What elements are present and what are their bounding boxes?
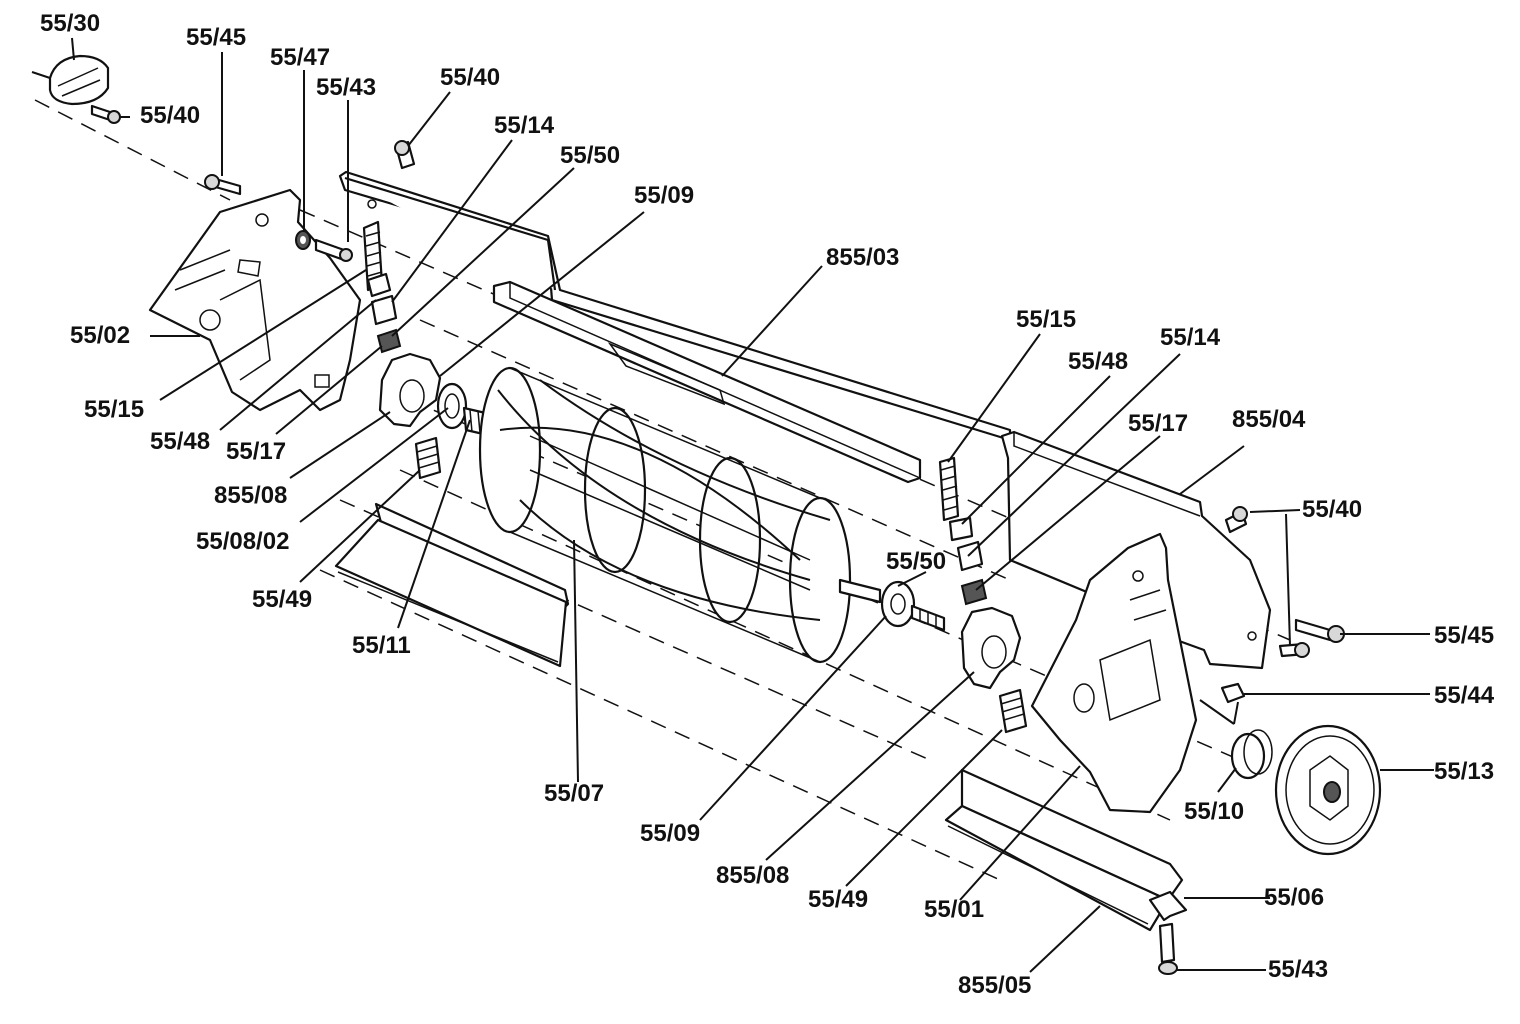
label-855-04: 855/04 (1232, 406, 1306, 433)
part-nut-55-44 (1220, 682, 1246, 704)
label-55-49-left: 55/49 (252, 586, 313, 613)
label-55-47: 55/47 (270, 44, 331, 71)
label-55-02: 55/02 (70, 322, 131, 349)
part-bolt-55-43-bottom (1158, 922, 1178, 975)
part-bearing-housing-855-08-left (378, 352, 442, 428)
label-55-09-top: 55/09 (634, 182, 695, 209)
label-55-50-right: 55/50 (886, 548, 947, 575)
part-spring-55-49-left (414, 436, 442, 480)
part-clip-55-17-left (376, 328, 402, 354)
label-55-15-right: 55/15 (1016, 306, 1077, 333)
label-55-48-left: 55/48 (150, 428, 211, 455)
label-55-17-left: 55/17 (226, 438, 287, 465)
label-55-14-right: 55/14 (1160, 324, 1221, 351)
label-855-05: 855/05 (958, 972, 1032, 999)
label-855-08-left: 855/08 (214, 482, 288, 509)
part-spring-55-15-right (938, 456, 960, 522)
label-55-40-topleft: 55/40 (140, 102, 201, 129)
part-side-plate-55-01 (1030, 532, 1198, 814)
part-bolt-55-40-top (394, 140, 416, 170)
part-bush-55-10 (1230, 729, 1273, 780)
label-855-03: 855/03 (826, 244, 900, 271)
label-55-40-topright: 55/40 (440, 64, 501, 91)
part-bolt-55-43-top (314, 238, 353, 262)
part-cutting-cylinder-55-07 (478, 366, 946, 664)
label-55-30-top: 55/30 (40, 10, 101, 37)
label-55-11: 55/11 (352, 632, 411, 659)
label-55-14-top: 55/14 (494, 112, 555, 139)
part-bottom-blade-855-05 (944, 768, 1184, 932)
label-55-48-right: 55/48 (1068, 348, 1129, 375)
label-55-10: 55/10 (1184, 798, 1245, 825)
part-bearing-housing-855-08-right (960, 606, 1022, 690)
part-bolt-55-45-top (204, 174, 242, 196)
part-bush-55-14-left (370, 294, 398, 326)
label-55-07: 55/07 (544, 780, 605, 807)
label-855-08-bottom: 855/08 (716, 862, 790, 889)
label-55-08-02: 55/08/02 (196, 528, 290, 555)
label-55-06: 55/06 (1264, 884, 1325, 911)
part-bearing-55-08-02 (436, 382, 468, 430)
part-nut-55-48-right (948, 516, 974, 542)
label-55-17-right: 55/17 (1128, 410, 1189, 437)
label-55-40-right: 55/40 (1302, 496, 1363, 523)
part-bolts-55-40-right (1224, 506, 1310, 658)
part-bolt-55-45-right (1294, 618, 1345, 643)
label-55-01: 55/01 (924, 896, 985, 923)
leader-lines (71, 37, 1434, 973)
label-55-49-bottom: 55/49 (808, 886, 869, 913)
label-55-50-top: 55/50 (560, 142, 621, 169)
label-55-45-right: 55/45 (1434, 622, 1495, 649)
part-wheel-55-13 (1274, 724, 1382, 856)
part-cap-55-30 (31, 54, 110, 106)
part-bottom-blade-left (334, 502, 570, 668)
label-55-44: 55/44 (1434, 682, 1495, 709)
part-bolt-55-40-left (90, 104, 121, 124)
part-washer-55-47 (295, 230, 311, 250)
label-55-45-top: 55/45 (186, 24, 247, 51)
label-55-43-top: 55/43 (316, 74, 377, 101)
part-nut-55-48-left (366, 272, 392, 298)
part-bracket-55-06 (1148, 890, 1188, 922)
part-spring-55-49-right (998, 688, 1028, 734)
label-55-15-left: 55/15 (84, 396, 145, 423)
label-55-43-bottom: 55/43 (1268, 956, 1329, 983)
part-knife-bar-855-03 (492, 280, 922, 484)
label-55-09-bottom: 55/09 (640, 820, 701, 847)
label-55-13: 55/13 (1434, 758, 1495, 785)
